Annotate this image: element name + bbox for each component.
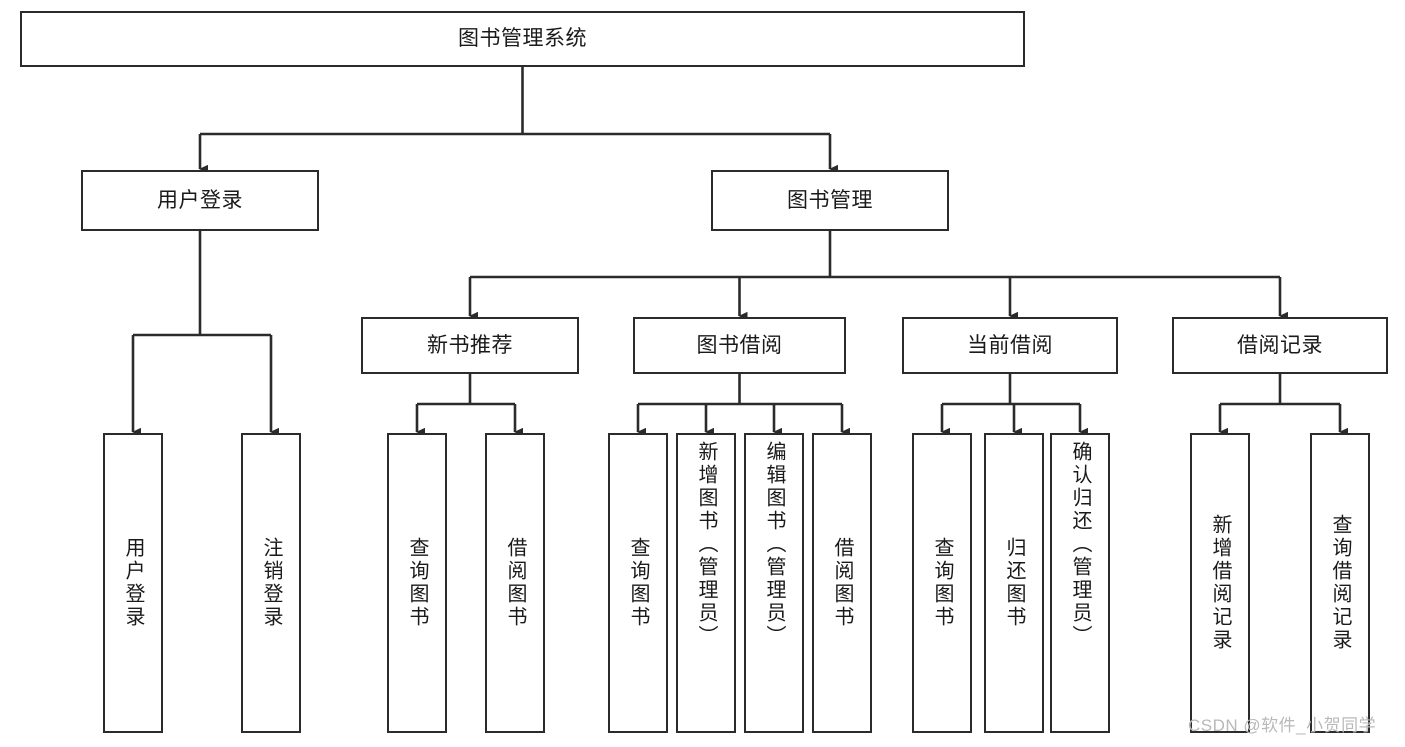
node-leaf-confirm-return[interactable]: 确认归还（管理员） [1050,433,1110,733]
node-leaf-query-book-2[interactable]: 查询图书 [608,433,668,733]
node-book-management[interactable]: 图书管理 [711,170,949,231]
node-label: 借阅图书 [831,537,853,629]
node-label: 用户登录 [157,188,243,212]
node-leaf-add-book[interactable]: 新增图书（管理员） [676,433,736,733]
node-leaf-query-record[interactable]: 查询借阅记录 [1310,433,1370,733]
node-root[interactable]: 图书管理系统 [20,11,1025,67]
node-label: 编辑图书（管理员） [763,441,785,648]
node-label: 查询图书 [406,537,428,629]
node-label: 图书借阅 [696,333,783,357]
node-label: 新书推荐 [427,333,513,357]
node-leaf-return-book[interactable]: 归还图书 [984,433,1044,733]
node-leaf-borrow-book-1[interactable]: 借阅图书 [485,433,545,733]
node-label: 新增图书（管理员） [695,441,717,648]
node-label: 用户登录 [122,537,144,629]
node-label: 查询借阅记录 [1329,514,1351,652]
node-label: 当前借阅 [967,333,1053,357]
node-label: 新增借阅记录 [1209,514,1231,652]
node-label: 注销登录 [260,537,282,629]
node-leaf-query-book-1[interactable]: 查询图书 [387,433,447,733]
node-label: 查询图书 [627,537,649,629]
node-label: 借阅图书 [504,537,526,629]
node-leaf-user-login[interactable]: 用户登录 [103,433,163,733]
node-label: 借阅记录 [1237,333,1323,357]
node-leaf-borrow-book-2[interactable]: 借阅图书 [812,433,872,733]
node-label: 确认归还（管理员） [1069,441,1091,648]
node-leaf-logout[interactable]: 注销登录 [241,433,301,733]
node-leaf-query-book-3[interactable]: 查询图书 [912,433,972,733]
node-label: 图书管理系统 [458,27,587,51]
node-leaf-edit-book[interactable]: 编辑图书（管理员） [744,433,804,733]
node-new-book-recommend[interactable]: 新书推荐 [361,317,579,374]
node-borrow-record[interactable]: 借阅记录 [1172,317,1388,374]
node-user-login[interactable]: 用户登录 [81,170,319,231]
node-label: 归还图书 [1003,537,1025,629]
node-leaf-add-record[interactable]: 新增借阅记录 [1190,433,1250,733]
node-book-borrow[interactable]: 图书借阅 [633,317,846,374]
node-current-borrow[interactable]: 当前借阅 [902,317,1118,374]
node-label: 图书管理 [787,188,873,212]
node-label: 查询图书 [931,537,953,629]
